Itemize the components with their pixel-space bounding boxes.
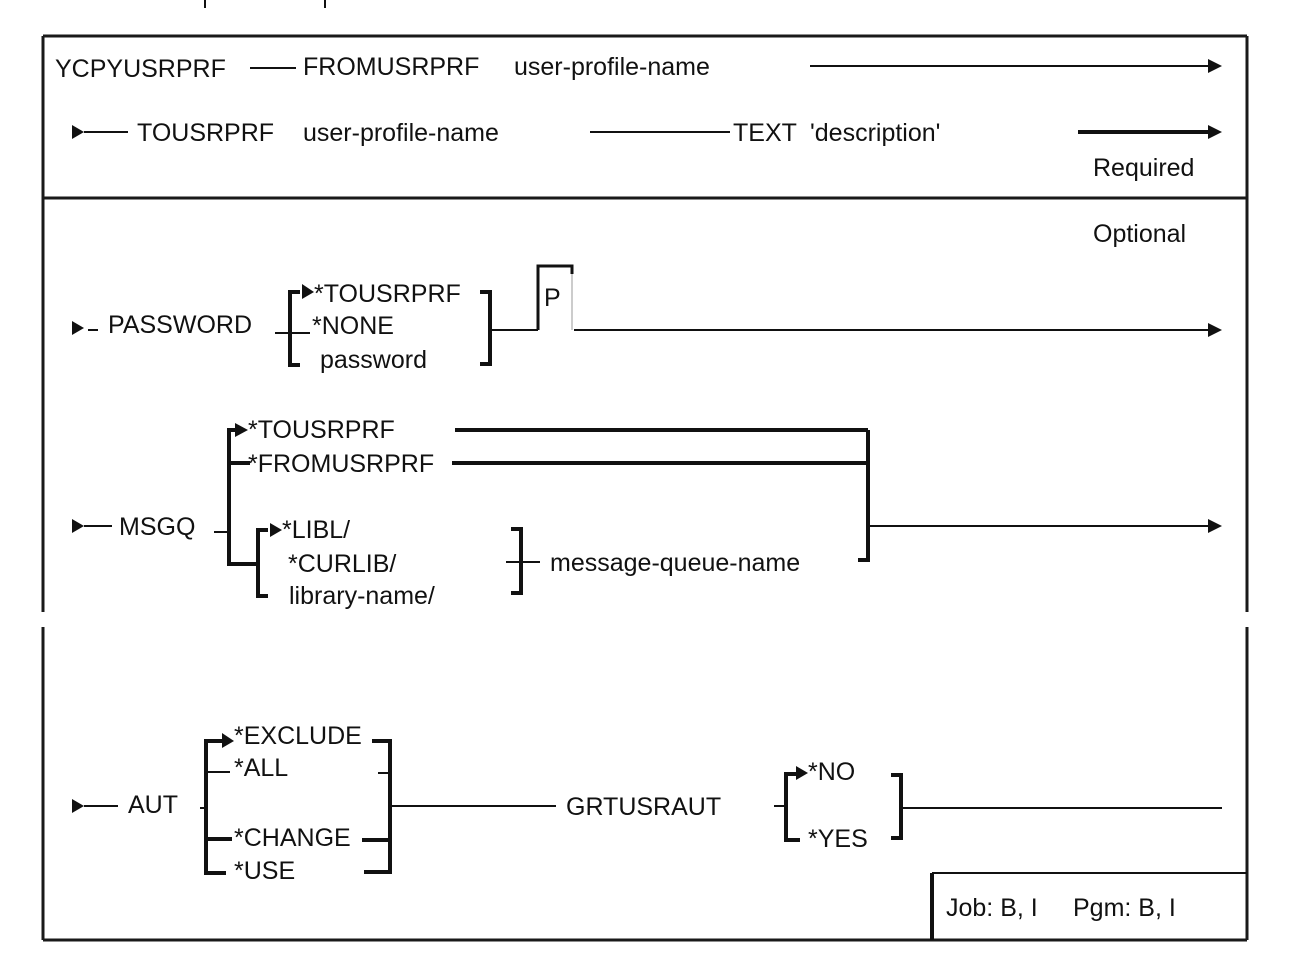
aut-bracket-left bbox=[204, 739, 226, 875]
positional-marker: P bbox=[544, 284, 561, 312]
param-fromusrprf-value: user-profile-name bbox=[514, 53, 710, 81]
positional-marker-box bbox=[536, 264, 574, 330]
msgq-library-name[interactable]: library-name/ bbox=[289, 582, 435, 610]
default-arrow-icon bbox=[302, 284, 314, 299]
required-section: YCPYUSRPRF FROMUSRPRF user-profile-name … bbox=[55, 53, 1222, 182]
aut-keyword: AUT bbox=[128, 791, 178, 819]
grtusraut-keyword: GRTUSRAUT bbox=[566, 793, 721, 821]
start-arrow-icon bbox=[72, 321, 84, 335]
msgq-keyword: MSGQ bbox=[119, 513, 195, 541]
password-parameter: PASSWORD *TOUSRPRF *NONE password P bbox=[72, 264, 1222, 374]
aut-choice-use[interactable]: *USE bbox=[234, 857, 295, 885]
msgq-library-libl[interactable]: *LIBL/ bbox=[282, 516, 350, 544]
default-arrow-icon bbox=[796, 766, 808, 780]
command-name: YCPYUSRPRF bbox=[55, 55, 226, 83]
start-arrow-icon bbox=[72, 125, 84, 139]
start-arrow-icon bbox=[72, 799, 84, 813]
default-arrow-icon bbox=[270, 523, 282, 537]
continue-arrow-icon bbox=[1208, 59, 1222, 73]
grtusraut-choice-yes[interactable]: *YES bbox=[808, 825, 868, 853]
aut-choice-exclude[interactable]: *EXCLUDE bbox=[234, 722, 362, 750]
library-bracket-left bbox=[256, 528, 268, 598]
continue-arrow-icon bbox=[1208, 519, 1222, 533]
grtusraut-bracket-left bbox=[784, 772, 800, 842]
param-text-keyword: TEXT bbox=[733, 119, 797, 147]
password-choice-tousrprf[interactable]: *TOUSRPRF bbox=[314, 280, 461, 308]
param-tousrprf-value: user-profile-name bbox=[303, 119, 499, 147]
continue-arrow-icon bbox=[1208, 125, 1222, 139]
msgq-choice-tousrprf[interactable]: *TOUSRPRF bbox=[248, 416, 395, 444]
password-keyword: PASSWORD bbox=[108, 311, 252, 339]
aut-bracket-right bbox=[364, 739, 392, 874]
start-arrow-icon bbox=[72, 519, 84, 533]
diagram-frame bbox=[41, 34, 1249, 942]
optional-label: Optional bbox=[1093, 220, 1186, 248]
param-fromusrprf-keyword: FROMUSRPRF bbox=[303, 53, 479, 81]
default-arrow-icon bbox=[222, 733, 234, 748]
msgq-library-curlib[interactable]: *CURLIB/ bbox=[288, 550, 396, 578]
footer-box: Job: B, I Pgm: B, I bbox=[930, 872, 1247, 940]
msgq-parameter: MSGQ *TOUSRPRF *FROMUSRPRF *LIBL/ *CURLI… bbox=[72, 416, 1222, 610]
aut-choice-change[interactable]: *CHANGE bbox=[234, 824, 351, 852]
continue-arrow-icon bbox=[1208, 323, 1222, 337]
msgq-choice-fromusrprf[interactable]: *FROMUSRPRF bbox=[248, 450, 434, 478]
password-choice-password[interactable]: password bbox=[320, 346, 427, 374]
footer-pgm: Pgm: B, I bbox=[1073, 894, 1176, 922]
required-label: Required bbox=[1093, 154, 1194, 182]
param-tousrprf-keyword: TOUSRPRF bbox=[137, 119, 274, 147]
choice-bracket-right bbox=[480, 290, 492, 366]
aut-parameter: AUT *EXCLUDE *ALL *CHANGE *USE GRTUSRAUT… bbox=[72, 722, 1222, 885]
param-text-value: 'description' bbox=[810, 119, 940, 147]
grtusraut-choice-no[interactable]: *NO bbox=[808, 758, 855, 786]
grtusraut-bracket-right bbox=[891, 773, 903, 840]
password-choice-none[interactable]: *NONE bbox=[312, 312, 394, 340]
default-arrow-icon bbox=[235, 423, 248, 437]
footer-job: Job: B, I bbox=[946, 894, 1038, 922]
aut-choice-all[interactable]: *ALL bbox=[234, 754, 288, 782]
msgq-object-name: message-queue-name bbox=[550, 549, 800, 577]
choice-bracket-left bbox=[288, 290, 300, 367]
